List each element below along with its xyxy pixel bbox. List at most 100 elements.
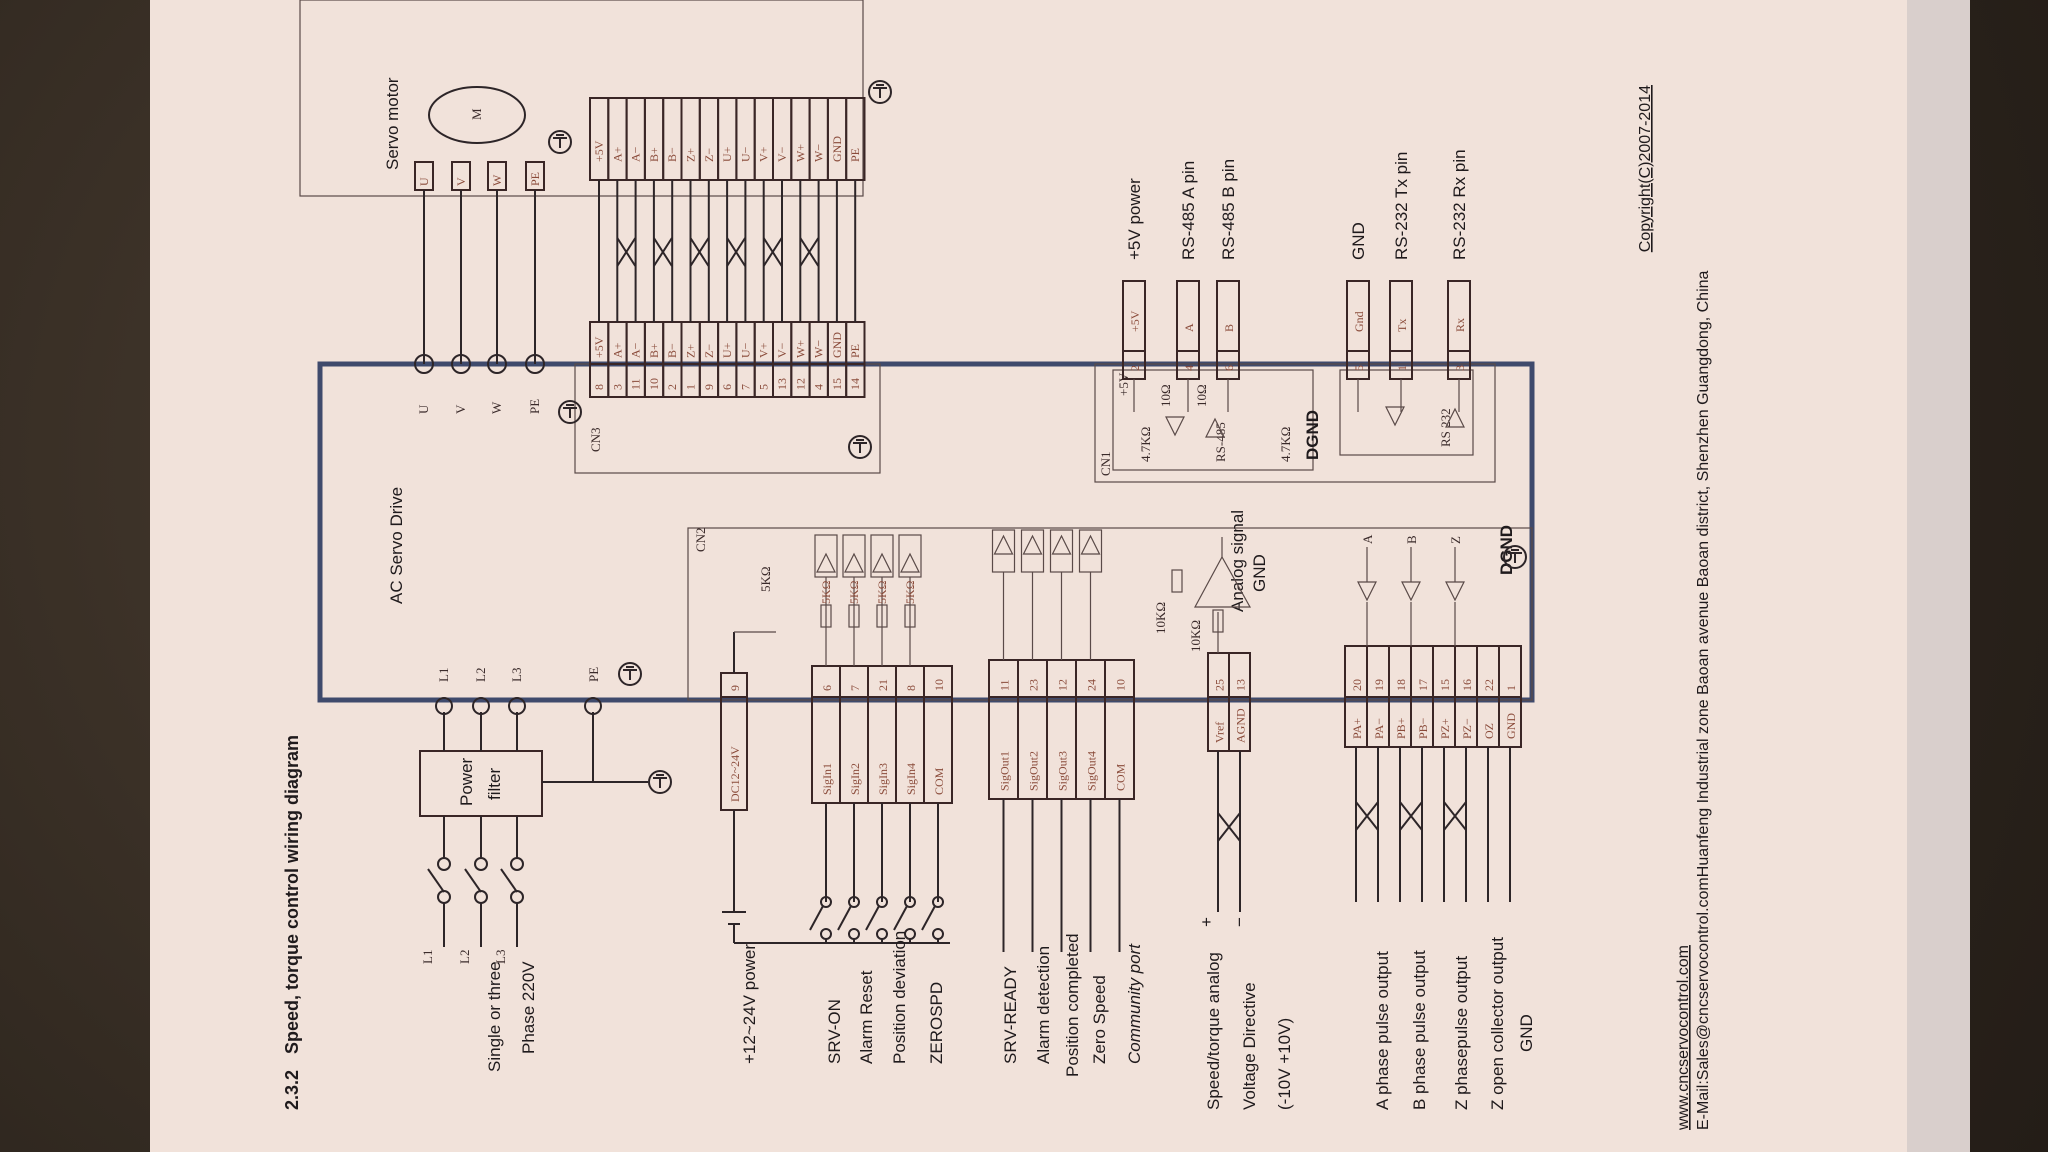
encoder-drive-pin-number-label: 10 — [647, 378, 661, 390]
signal-input-signal-label: COM — [932, 767, 946, 795]
power-filter-label-2: filter — [485, 768, 504, 800]
terminal-circle — [435, 697, 453, 715]
signal-output-signal-label: SigOut3 — [1056, 751, 1070, 791]
twisted-pair-icon — [653, 237, 673, 267]
encoder-motor-pin-label: Z+ — [684, 148, 698, 162]
optocoupler-icon — [991, 529, 1016, 573]
encoder-drive-pin-number-label: 15 — [830, 378, 844, 390]
pulse-output-signal-label: PA− — [1372, 718, 1386, 739]
cn1-pin-name-cell — [1447, 280, 1471, 352]
dc-power-signal-label: DC12~24V — [728, 746, 742, 802]
pulse-signal-label: Z open collector output — [1488, 937, 1507, 1110]
cn2-label: CN2 — [693, 527, 708, 552]
switch-contact — [820, 896, 832, 908]
page-title: Speed, torque control wiring diagram — [282, 735, 302, 1054]
motor-symbol — [428, 86, 526, 144]
pulse-output-pin-number: 19 — [1372, 679, 1386, 691]
cn1-pin-description: RS-232 Rx pin — [1450, 149, 1469, 260]
ground-icon — [1503, 545, 1527, 569]
cn3-label: CN3 — [588, 427, 603, 452]
website-link[interactable]: www.cncservocontrol.com — [1675, 945, 1692, 1131]
power-supply-label: +12~24V power — [740, 944, 759, 1064]
drive-terminal-label: U — [416, 404, 431, 414]
signal-output-pin-number: 12 — [1056, 679, 1070, 691]
input-resistor-value: 5KΩ — [819, 580, 833, 604]
cn1-pin-name-cell — [1346, 280, 1370, 352]
line-driver-label: Z — [1448, 536, 1463, 544]
rs485-receiver-icon — [1165, 416, 1185, 437]
encoder-motor-pin-label: V− — [775, 146, 789, 162]
cn1-pin-number: 2 — [1128, 365, 1142, 371]
analog-input-signal-label: AGND — [1234, 708, 1248, 743]
encoder-motor-pin-label: Z− — [702, 148, 716, 162]
drive-terminal-label: PE — [527, 399, 542, 414]
cn2-box — [687, 527, 1533, 701]
input-signal-label: SRV-ON — [825, 999, 844, 1064]
encoder-drive-pin-number-label: 9 — [702, 384, 716, 390]
pulse-output-signal-label: PA+ — [1350, 718, 1364, 739]
cn1-box — [1094, 363, 1496, 483]
drive-label: AC Servo Drive — [387, 487, 406, 604]
analog-plus: + — [1197, 917, 1216, 927]
switch-blade — [464, 868, 482, 893]
twisted-pair-icon — [762, 237, 783, 267]
ground-icon — [558, 400, 582, 424]
twisted-pair-icon — [1217, 812, 1241, 842]
switch-blade — [427, 868, 445, 893]
cn1-pin-description: RS-485 A pin — [1179, 161, 1198, 260]
signal-output-pin-number: 24 — [1085, 679, 1099, 691]
analog-input-pin-number: 13 — [1234, 679, 1248, 691]
encoder-motor-pin-label: B− — [665, 147, 679, 162]
optocoupler-icon — [870, 534, 894, 578]
terminal-circle — [508, 697, 526, 715]
led-icon — [900, 552, 920, 573]
resistor-icon — [1171, 569, 1183, 593]
rs485-pullup-resistor: 4.7KΩ — [1138, 427, 1153, 462]
switch-contact — [932, 896, 944, 908]
ground-icon — [848, 435, 872, 459]
back-sheet — [1900, 0, 1970, 1152]
supply-line-label: L2 — [457, 950, 472, 964]
pulse-output-signal-label: PZ+ — [1438, 718, 1452, 739]
supply-line-label: L3 — [493, 950, 508, 964]
twisted-pair-icon — [1443, 801, 1467, 831]
optocoupler-icon — [1049, 529, 1074, 573]
cn1-pin-name-cell — [1122, 280, 1146, 352]
input-resistor-label: 5KΩ — [758, 566, 773, 592]
cn1-pin-name: Rx — [1453, 318, 1467, 332]
switch-blade — [500, 868, 518, 893]
line-driver-label: B — [1404, 535, 1419, 544]
pulse-output-pin-number: 22 — [1482, 679, 1496, 691]
encoder-drive-pin-label: V− — [775, 342, 789, 358]
signal-output-pin-number: 11 — [998, 679, 1012, 691]
input-signal-label: Alarm Reset — [857, 970, 876, 1064]
resistor-icon — [1212, 609, 1224, 633]
twisted-pair-icon — [1355, 801, 1379, 831]
encoder-drive-pin-label: Z− — [702, 344, 716, 358]
line-driver-label: A — [1360, 534, 1375, 544]
cn1-pin-name-cell — [1216, 280, 1240, 352]
analog-resistor-1: 10KΩ — [1153, 602, 1168, 634]
signal-input-pin-number: 6 — [820, 685, 834, 691]
pulse-output-pin-number: 18 — [1394, 679, 1408, 691]
signal-output-signal-label: SigOut1 — [998, 751, 1012, 791]
pe-terminal-circle — [584, 697, 602, 715]
resistor-icon — [876, 604, 888, 628]
servo-motor-label: Servo motor — [383, 77, 402, 170]
led-icon — [1022, 534, 1043, 555]
twisted-pair-icon — [616, 237, 637, 267]
drive-terminal-label: W — [489, 401, 504, 414]
pulse-signal-label: Z phasepulse output — [1452, 956, 1471, 1110]
motor-terminal-label: V — [454, 177, 468, 186]
rs232-label: RS 232 — [1438, 408, 1453, 447]
encoder-drive-pin-number-label: 1 — [684, 384, 698, 390]
supply-label-line2: Phase 220V — [519, 961, 538, 1054]
analog-input-pin-cell — [1228, 652, 1251, 698]
resistor-icon — [848, 604, 860, 628]
signal-input-pin-number: 10 — [932, 679, 946, 691]
output-signal-label: Position completed — [1063, 933, 1082, 1077]
output-signal-label: Zero Speed — [1090, 975, 1109, 1064]
rs232-rx-receiver-icon — [1445, 407, 1465, 428]
output-signal-label: SRV-READY — [1001, 966, 1020, 1064]
